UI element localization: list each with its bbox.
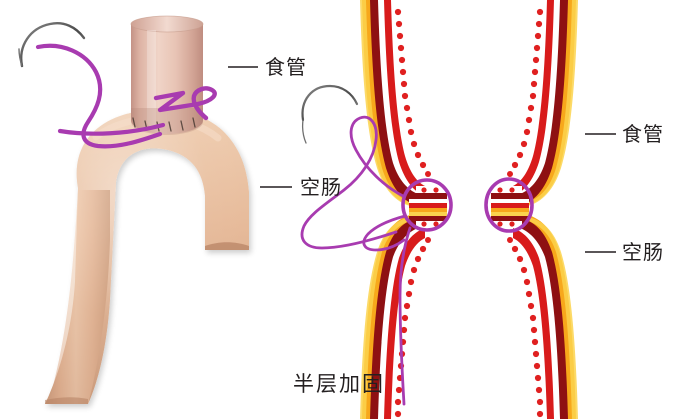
label-esophagus-right: 食管 [622,122,664,146]
purple-suture-thread [35,43,163,149]
label-esophagus-left: 食管 [265,55,307,79]
mucosal-villi-upper-right [507,8,544,177]
bowel-wall-lower-segment [360,214,431,419]
purple-suture-loop [401,178,453,232]
surgical-needle-middle [301,84,359,144]
figure-caption: 半层加固 [293,372,385,396]
bowel-wall-upper-segment [360,0,431,206]
mucosal-villi-lower-right [507,237,544,418]
suture-zigzag [153,86,217,121]
jejunum-loop [45,109,249,404]
anastomosis-constriction [409,186,447,227]
mucosal-villi-lower [394,237,431,418]
label-jejunum-right: 空肠 [622,240,664,264]
label-jejunum-left: 空肠 [300,175,342,199]
bowel-wall-lower-segment-right [507,214,578,419]
suture-lower-run [57,122,166,136]
purple-suture-thread-middle [300,115,412,406]
mucosal-villi-upper [394,8,431,177]
surgical-needle [18,22,86,68]
anastomosis-constriction-right [491,186,529,227]
bowel-wall-upper-segment-right [507,0,578,206]
purple-suture-loop-right [484,177,534,233]
